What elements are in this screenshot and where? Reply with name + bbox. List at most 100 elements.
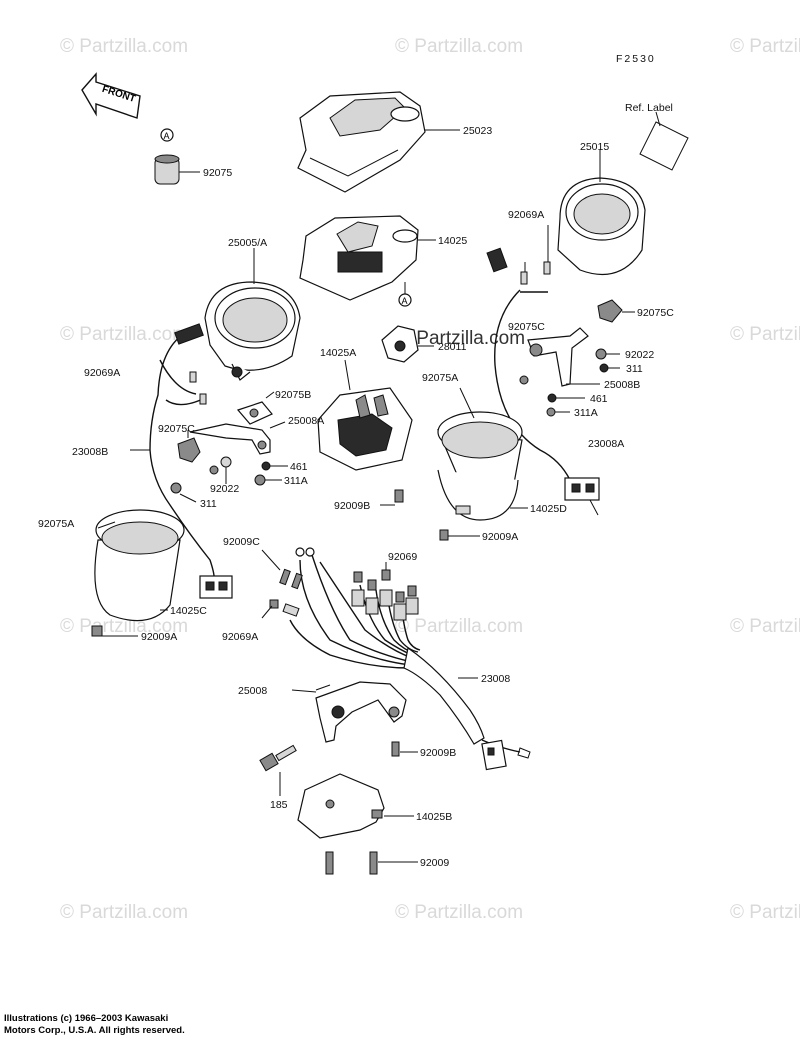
watermark: © Partzilla.com xyxy=(60,902,188,923)
wire-23008a xyxy=(494,289,571,481)
part-label: 92075C xyxy=(508,321,545,333)
part-label: 14025D xyxy=(530,503,567,515)
part-label: 92075B xyxy=(275,389,311,401)
watermark: © Partzilla.com xyxy=(395,616,523,637)
copyright-line-2: Motors Corp., U.S.A. All rights reserved… xyxy=(4,1025,185,1036)
label-ref: Ref. Label xyxy=(625,102,673,114)
watermark: © Partzilla.com xyxy=(730,902,800,923)
part-label: 25008 xyxy=(238,685,267,697)
upper-cover-25023 xyxy=(297,91,460,193)
part-label: 92022 xyxy=(210,483,239,495)
harness-23008 xyxy=(289,554,531,771)
copyright-line-1: Illustrations (c) 1966–2003 Kawasaki xyxy=(4,1013,169,1024)
part-label: 23008 xyxy=(481,673,510,685)
grommet-92075 xyxy=(154,154,200,185)
part-label: 92009B xyxy=(420,747,456,759)
nut-311a-right xyxy=(546,407,556,417)
part-label: 14025A xyxy=(320,347,356,359)
part-label: 311 xyxy=(626,363,643,375)
screw-92009a-right xyxy=(439,529,480,541)
part-label: 311A xyxy=(574,407,598,419)
part-label: 311 xyxy=(200,498,217,510)
nut-311-left xyxy=(170,482,182,494)
cover-14025b xyxy=(297,773,414,839)
screw-92009b-lower xyxy=(391,741,418,757)
watermark: © Partzilla.com xyxy=(730,616,800,637)
bulb-sockets-92069 xyxy=(351,562,419,621)
watermark: © Partzilla.com xyxy=(60,324,188,345)
nut-92022-left xyxy=(220,456,232,468)
copyright-footer: Illustrations (c) 1966–2003 Kawasaki Mot… xyxy=(4,1013,185,1037)
meter-25005a xyxy=(204,248,301,381)
part-label: 311A xyxy=(284,475,308,487)
part-label: 92069A xyxy=(222,631,258,643)
cup-14025d xyxy=(437,387,528,521)
meter-25015 xyxy=(557,150,646,276)
watermark: © Partzilla.com xyxy=(395,902,523,923)
center-watermark: © Partzilla.com xyxy=(397,328,525,349)
part-label: 25015 xyxy=(580,141,609,153)
part-label: 92075C xyxy=(158,423,195,435)
part-label: 25023 xyxy=(463,125,492,137)
part-label: 92075A xyxy=(422,372,458,384)
part-label: 23008A xyxy=(588,438,624,450)
bracket-25008b xyxy=(527,327,600,387)
connector-right xyxy=(564,477,600,516)
washer-461-right xyxy=(547,393,557,403)
bracket-25008 xyxy=(291,681,407,743)
washer-461-left xyxy=(261,461,271,471)
pad-92075b xyxy=(236,391,275,425)
grommet-92075c-left xyxy=(177,437,201,463)
nut-311-right xyxy=(599,363,609,373)
connector-left xyxy=(199,575,233,599)
part-label: 92075 xyxy=(203,167,232,179)
part-labels: Ref. Label 25023 92075 25015 92069A 2500… xyxy=(38,102,674,869)
grommet-92075c-right xyxy=(597,299,623,323)
marker-a: A xyxy=(402,296,408,306)
part-label: 461 xyxy=(290,461,308,473)
part-label: 92009 xyxy=(420,857,449,869)
part-label: 92009C xyxy=(223,536,260,548)
screw-92009a-left xyxy=(91,625,138,637)
part-label: 92009A xyxy=(141,631,177,643)
part-label: 23008B xyxy=(72,446,108,458)
cup-14025c xyxy=(94,509,185,622)
watermark: © Partzilla.com xyxy=(730,36,800,57)
diagram-code: F2530 xyxy=(616,53,656,65)
part-label: 14025C xyxy=(170,605,207,617)
part-label: 25005/A xyxy=(228,237,267,249)
part-label: 92022 xyxy=(625,349,654,361)
part-label: 92075C xyxy=(637,307,674,319)
screws-92009 xyxy=(325,851,418,875)
screw-92009b-center xyxy=(380,489,404,506)
part-label: 25008A xyxy=(288,415,324,427)
bolt-185 xyxy=(259,744,297,796)
front-arrow: FRONT xyxy=(81,72,141,119)
part-label: 92069A xyxy=(84,367,120,379)
part-label: 92075A xyxy=(38,518,74,530)
nut-92022-right xyxy=(595,348,607,360)
part-label: 461 xyxy=(590,393,608,405)
marker-a: A xyxy=(164,131,170,141)
part-label: 92069 xyxy=(388,551,417,563)
part-label: 92069A xyxy=(508,209,544,221)
part-label: 92009A xyxy=(482,531,518,543)
watermark: © Partzilla.com xyxy=(60,36,188,57)
bulb-92069a-lower xyxy=(261,599,300,619)
bracket-25008a xyxy=(189,421,286,455)
marker-a-circle xyxy=(160,128,174,142)
part-label: 14025B xyxy=(416,811,452,823)
part-label: 14025 xyxy=(438,235,467,247)
watermark: © Partzilla.com xyxy=(730,324,800,345)
ref-label xyxy=(639,111,689,171)
part-label: 25008B xyxy=(604,379,640,391)
bulbs-92009c xyxy=(261,547,315,590)
lower-housing-14025: A xyxy=(299,215,436,307)
nut-311a-left xyxy=(254,474,266,486)
watermark: © Partzilla.com xyxy=(395,36,523,57)
part-label: 28011 xyxy=(438,341,467,353)
part-label: 185 xyxy=(270,799,288,811)
part-label: 92009B xyxy=(334,500,370,512)
bracket-28011 xyxy=(381,325,434,363)
